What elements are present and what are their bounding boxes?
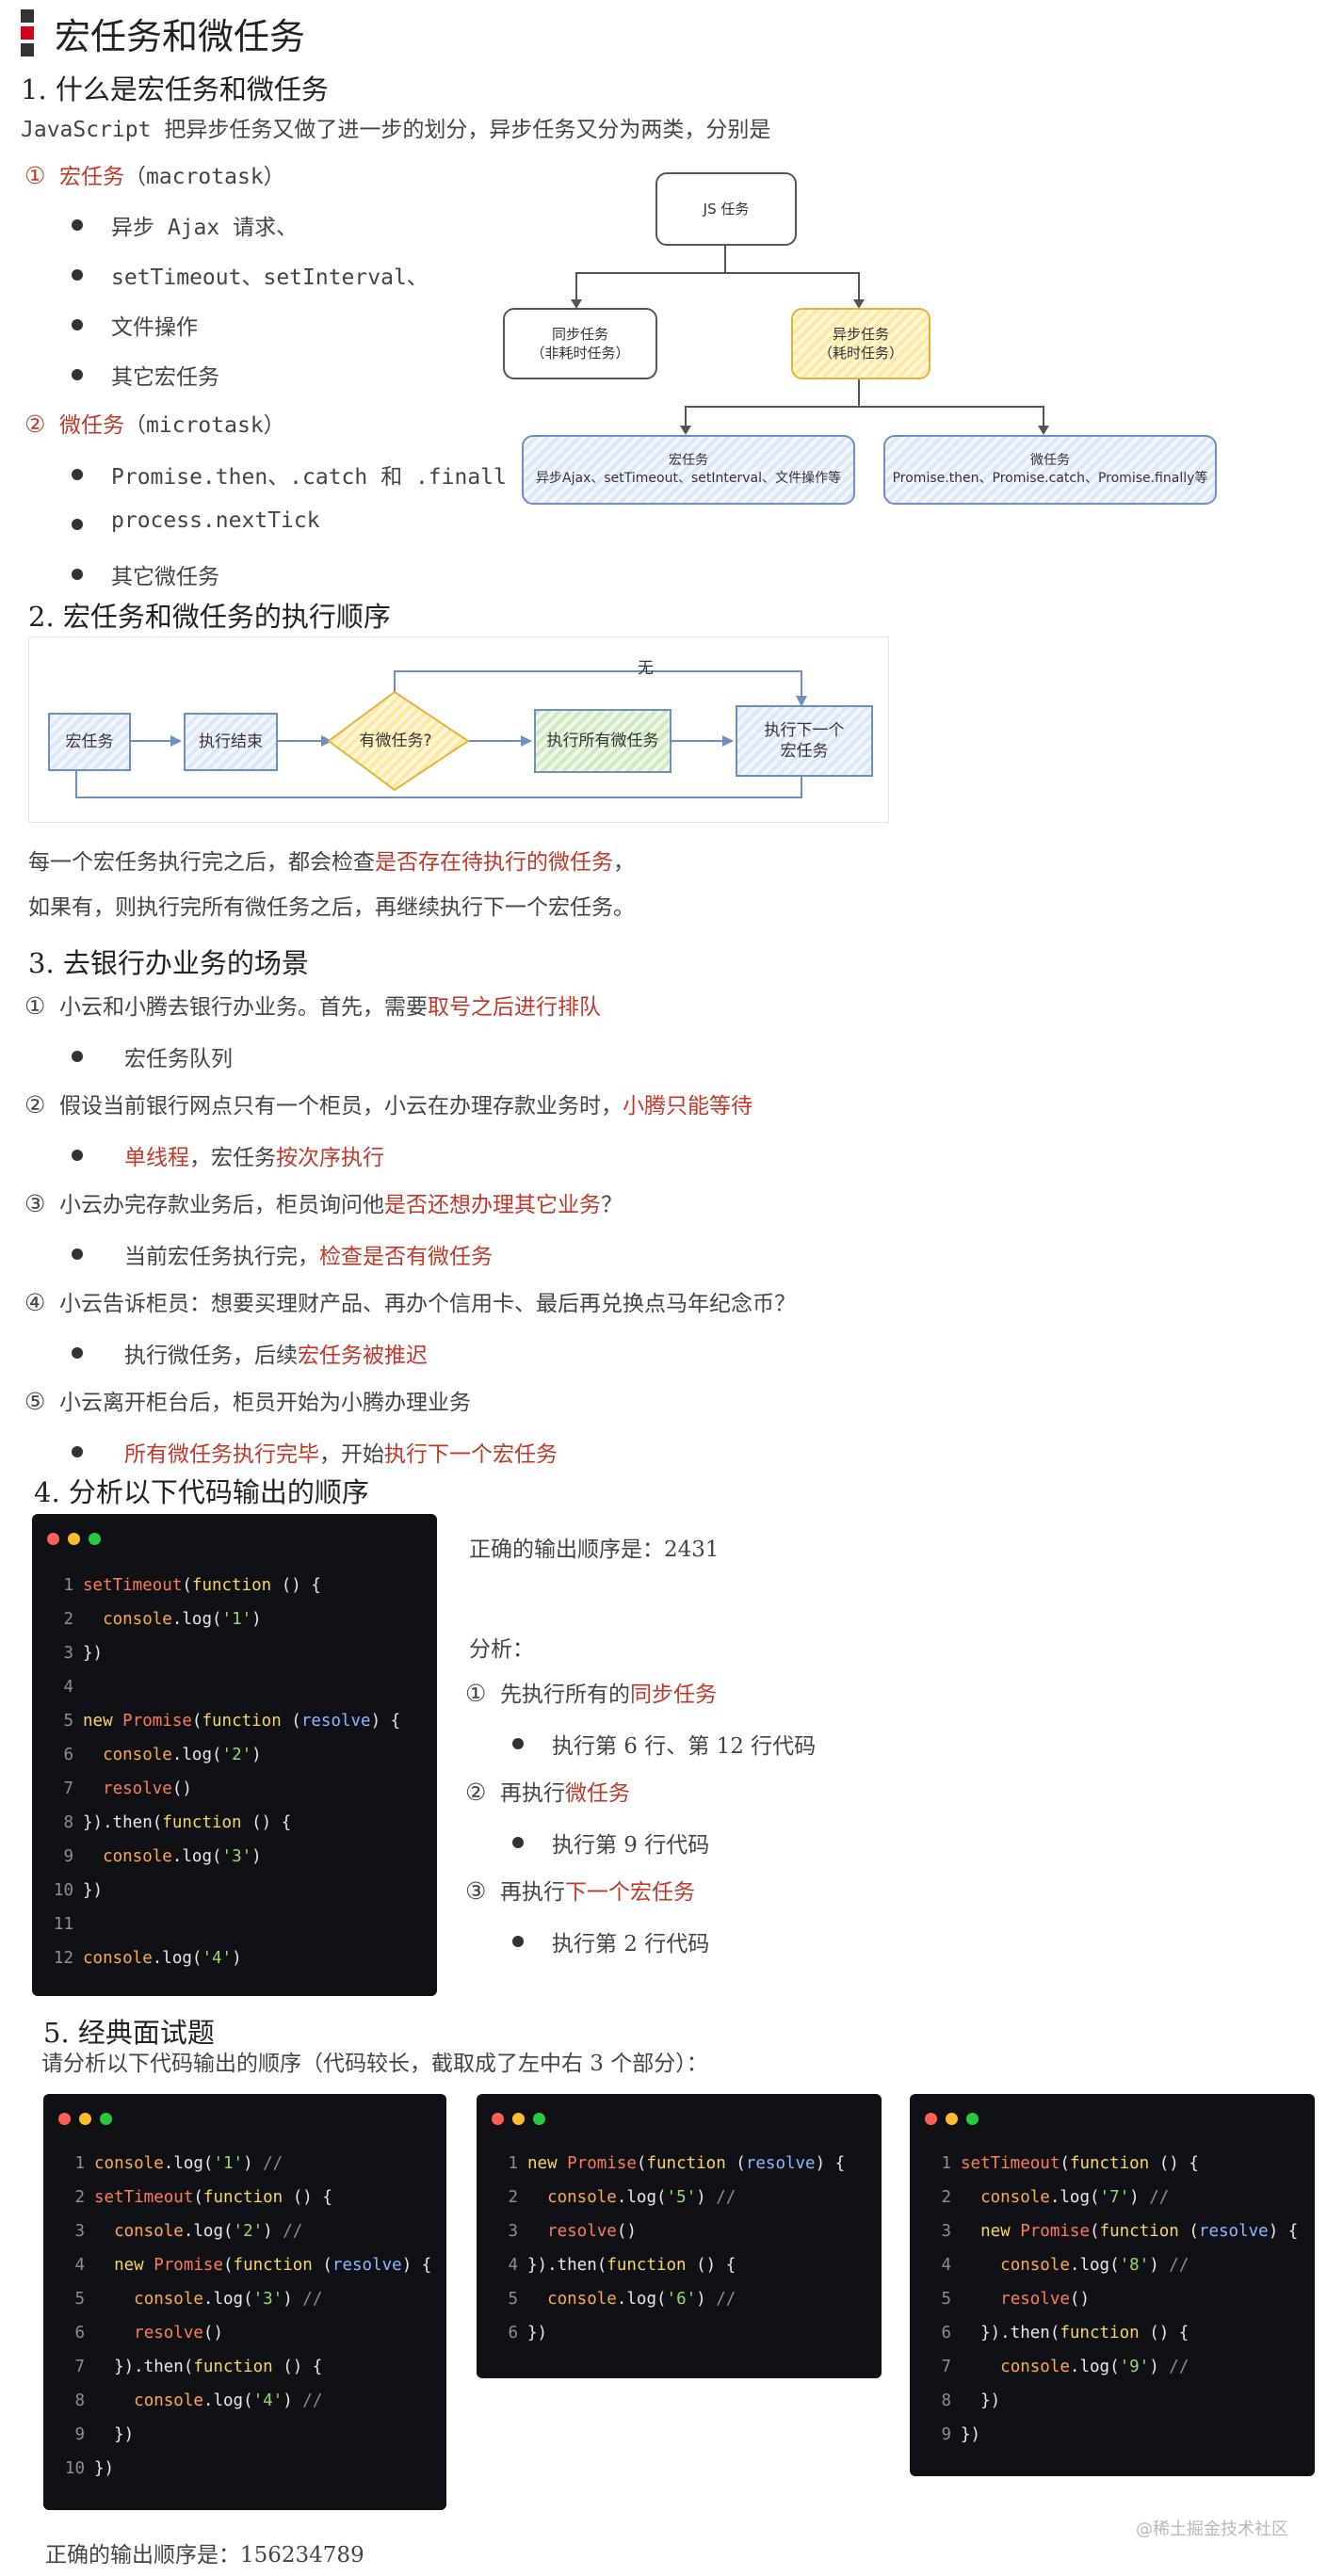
section-5-intro: 请分析以下代码输出的顺序（代码较长，截取成了左中右 3 个部分）： [41,2052,708,2076]
flow-node-macrotask: 宏任务 [48,713,131,771]
analysis-bullet-2: 执行第 9 行代码 [552,1833,710,1858]
analysis-item-2: ② 再执行微任务 [465,1779,631,1806]
scene-item-3: ③ 小云办完存款业务后，柜员询问他是否还想办理其它业务？ [24,1190,623,1217]
scene-item-5: ⑤ 小云离开柜台后，柜员开始为小腾办理业务 [24,1388,472,1415]
page-title: 宏任务和微任务 [55,16,306,57]
node-js-task: JS 任务 [655,172,797,246]
macro-item: 异步 Ajax 请求、 [111,216,299,240]
bullet [72,319,83,330]
scene-bullet-3: 当前宏任务执行完，检查是否有微任务 [124,1245,493,1269]
bullet [72,569,83,580]
micro-item: process.nextTick [111,508,320,533]
window-dots [58,2111,121,2129]
section-3-heading: 3. 去银行办业务的场景 [28,947,309,979]
watermark: @稀土掘金技术社区 [1136,2520,1288,2539]
bullet [512,1837,524,1848]
section-5-answer: 正确的输出顺序是：156234789 [45,2543,364,2568]
analysis-item-1: ① 先执行所有的同步任务 [465,1680,718,1707]
bullet [72,1150,83,1161]
window-dots [47,1531,109,1549]
flow-node-run-micro: 执行所有微任务 [534,709,672,773]
bullet [512,1936,524,1947]
flow-connectors [71,670,807,798]
section-2-heading: 2. 宏任务和微任务的执行顺序 [28,601,391,633]
micro-item: Promise.then、.catch 和 .finall [111,465,507,490]
analysis-item-3: ③ 再执行下一个宏任务 [465,1877,696,1905]
node-macrotask: 宏任务异步Ajax、setTimeout、setInterval、文件操作等 [522,435,855,505]
scene-bullet-5: 所有微任务执行完毕，开始执行下一个宏任务 [124,1442,558,1467]
section-4-heading: 4. 分析以下代码输出的顺序 [34,1476,369,1508]
bullet [72,1446,83,1457]
bullet [72,269,83,281]
window-dots [925,2111,987,2129]
section-2-para-1: 每一个宏任务执行完之后，都会检查是否存在待执行的微任务， [28,850,635,875]
scene-bullet-2: 单线程，宏任务按次序执行 [124,1146,384,1170]
bullet [72,1347,83,1359]
scene-item-2: ② 假设当前银行网点只有一个柜员，小云在办理存款业务时，小腾只能等待 [24,1091,753,1119]
window-dots [492,2111,554,2129]
section-4-answer: 正确的输出顺序是：2431 [469,1538,720,1562]
section-1-intro: JavaScript 把异步任务又做了进一步的划分，异步任务又分为两类，分别是 [21,118,771,142]
bullet [72,219,83,231]
scene-item-4: ④ 小云告诉柜员：想要买理财产品、再办个信用卡、最后再兑换点马年纪念币？ [24,1289,797,1316]
node-async-task: 异步任务（耗时任务） [791,308,931,379]
flow-node-finish: 执行结束 [184,713,278,771]
bullet [72,519,83,530]
macro-heading: ① 宏任务（macrotask） [24,162,285,189]
bullet [512,1738,524,1749]
macro-item: 其它宏任务 [111,365,219,390]
bullet [72,369,83,380]
bullet [72,1051,83,1062]
bullet [72,1248,83,1260]
section-1-heading: 1. 什么是宏任务和微任务 [21,73,329,105]
analysis-bullet-3: 执行第 2 行代码 [552,1932,710,1956]
macro-item: 文件操作 [111,315,198,340]
bullet [72,469,83,480]
micro-heading: ② 微任务（microtask） [24,411,285,438]
analysis-bullet-1: 执行第 6 行、第 12 行代码 [552,1734,817,1759]
section-5-heading: 5. 经典面试题 [43,2017,215,2049]
scene-bullet-4: 执行微任务，后续宏任务被推迟 [124,1344,428,1368]
scene-bullet-1: 宏任务队列 [124,1047,233,1071]
micro-item: 其它微任务 [111,565,219,589]
scene-item-1: ① 小云和小腾去银行办业务。首先，需要取号之后进行排队 [24,992,602,1020]
title-marker [21,9,34,56]
macro-item: setTimeout、setInterval、 [111,266,429,290]
flow-diagram: 宏任务 执行结束 有微任务? 执行所有微任务 执行下一个宏任务 无 [28,636,889,823]
section-2-para-2: 如果有，则执行完所有微任务之后，再继续执行下一个宏任务。 [28,895,635,920]
node-sync-task: 同步任务（非耗时任务） [503,308,657,379]
analysis-label: 分析： [469,1637,534,1662]
flow-node-has-micro: 有微任务? [359,731,432,750]
task-tree-connectors [571,243,1049,435]
flow-node-next-macro: 执行下一个宏任务 [736,705,873,777]
flow-label-no: 无 [638,659,654,678]
